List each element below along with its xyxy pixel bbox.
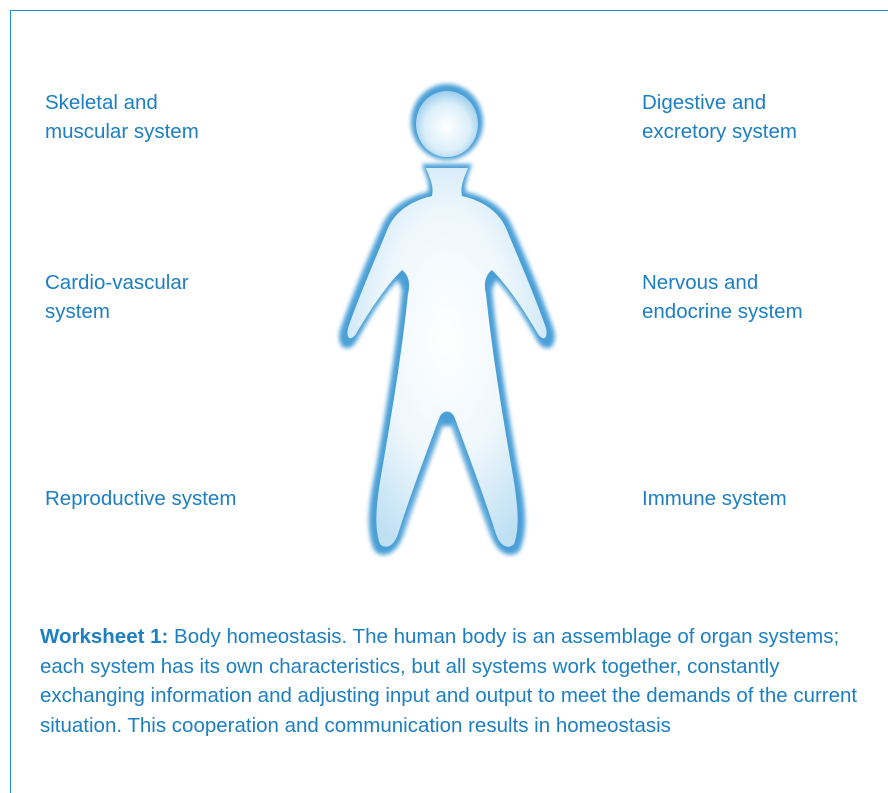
caption-lead: Worksheet 1: [40,625,169,648]
label-skeletal-muscular: Skeletal and muscular system [45,88,199,146]
label-line: Nervous and [642,271,759,294]
label-line: Reproductive system [45,487,237,510]
worksheet-caption: Worksheet 1: Body homeostasis. The human… [40,622,860,740]
label-nervous-endocrine: Nervous and endocrine system [642,268,803,326]
label-line: system [45,300,110,323]
label-line: endocrine system [642,300,803,323]
caption-text: Body homeostasis. The human body is an a… [40,625,858,737]
label-line: Skeletal and [45,91,158,114]
label-line: Digestive and [642,91,767,114]
human-figure-icon [318,80,576,560]
label-line: Immune system [642,487,787,510]
label-reproductive: Reproductive system [45,484,236,513]
label-cardio-vascular: Cardio-vascular system [45,268,189,326]
label-line: Cardio-vascular [45,271,189,294]
label-digestive-excretory: Digestive and excretory system [642,88,797,146]
label-line: excretory system [642,120,797,143]
label-line: muscular system [45,120,199,143]
label-immune: Immune system [642,484,787,513]
page-frame [10,10,888,793]
